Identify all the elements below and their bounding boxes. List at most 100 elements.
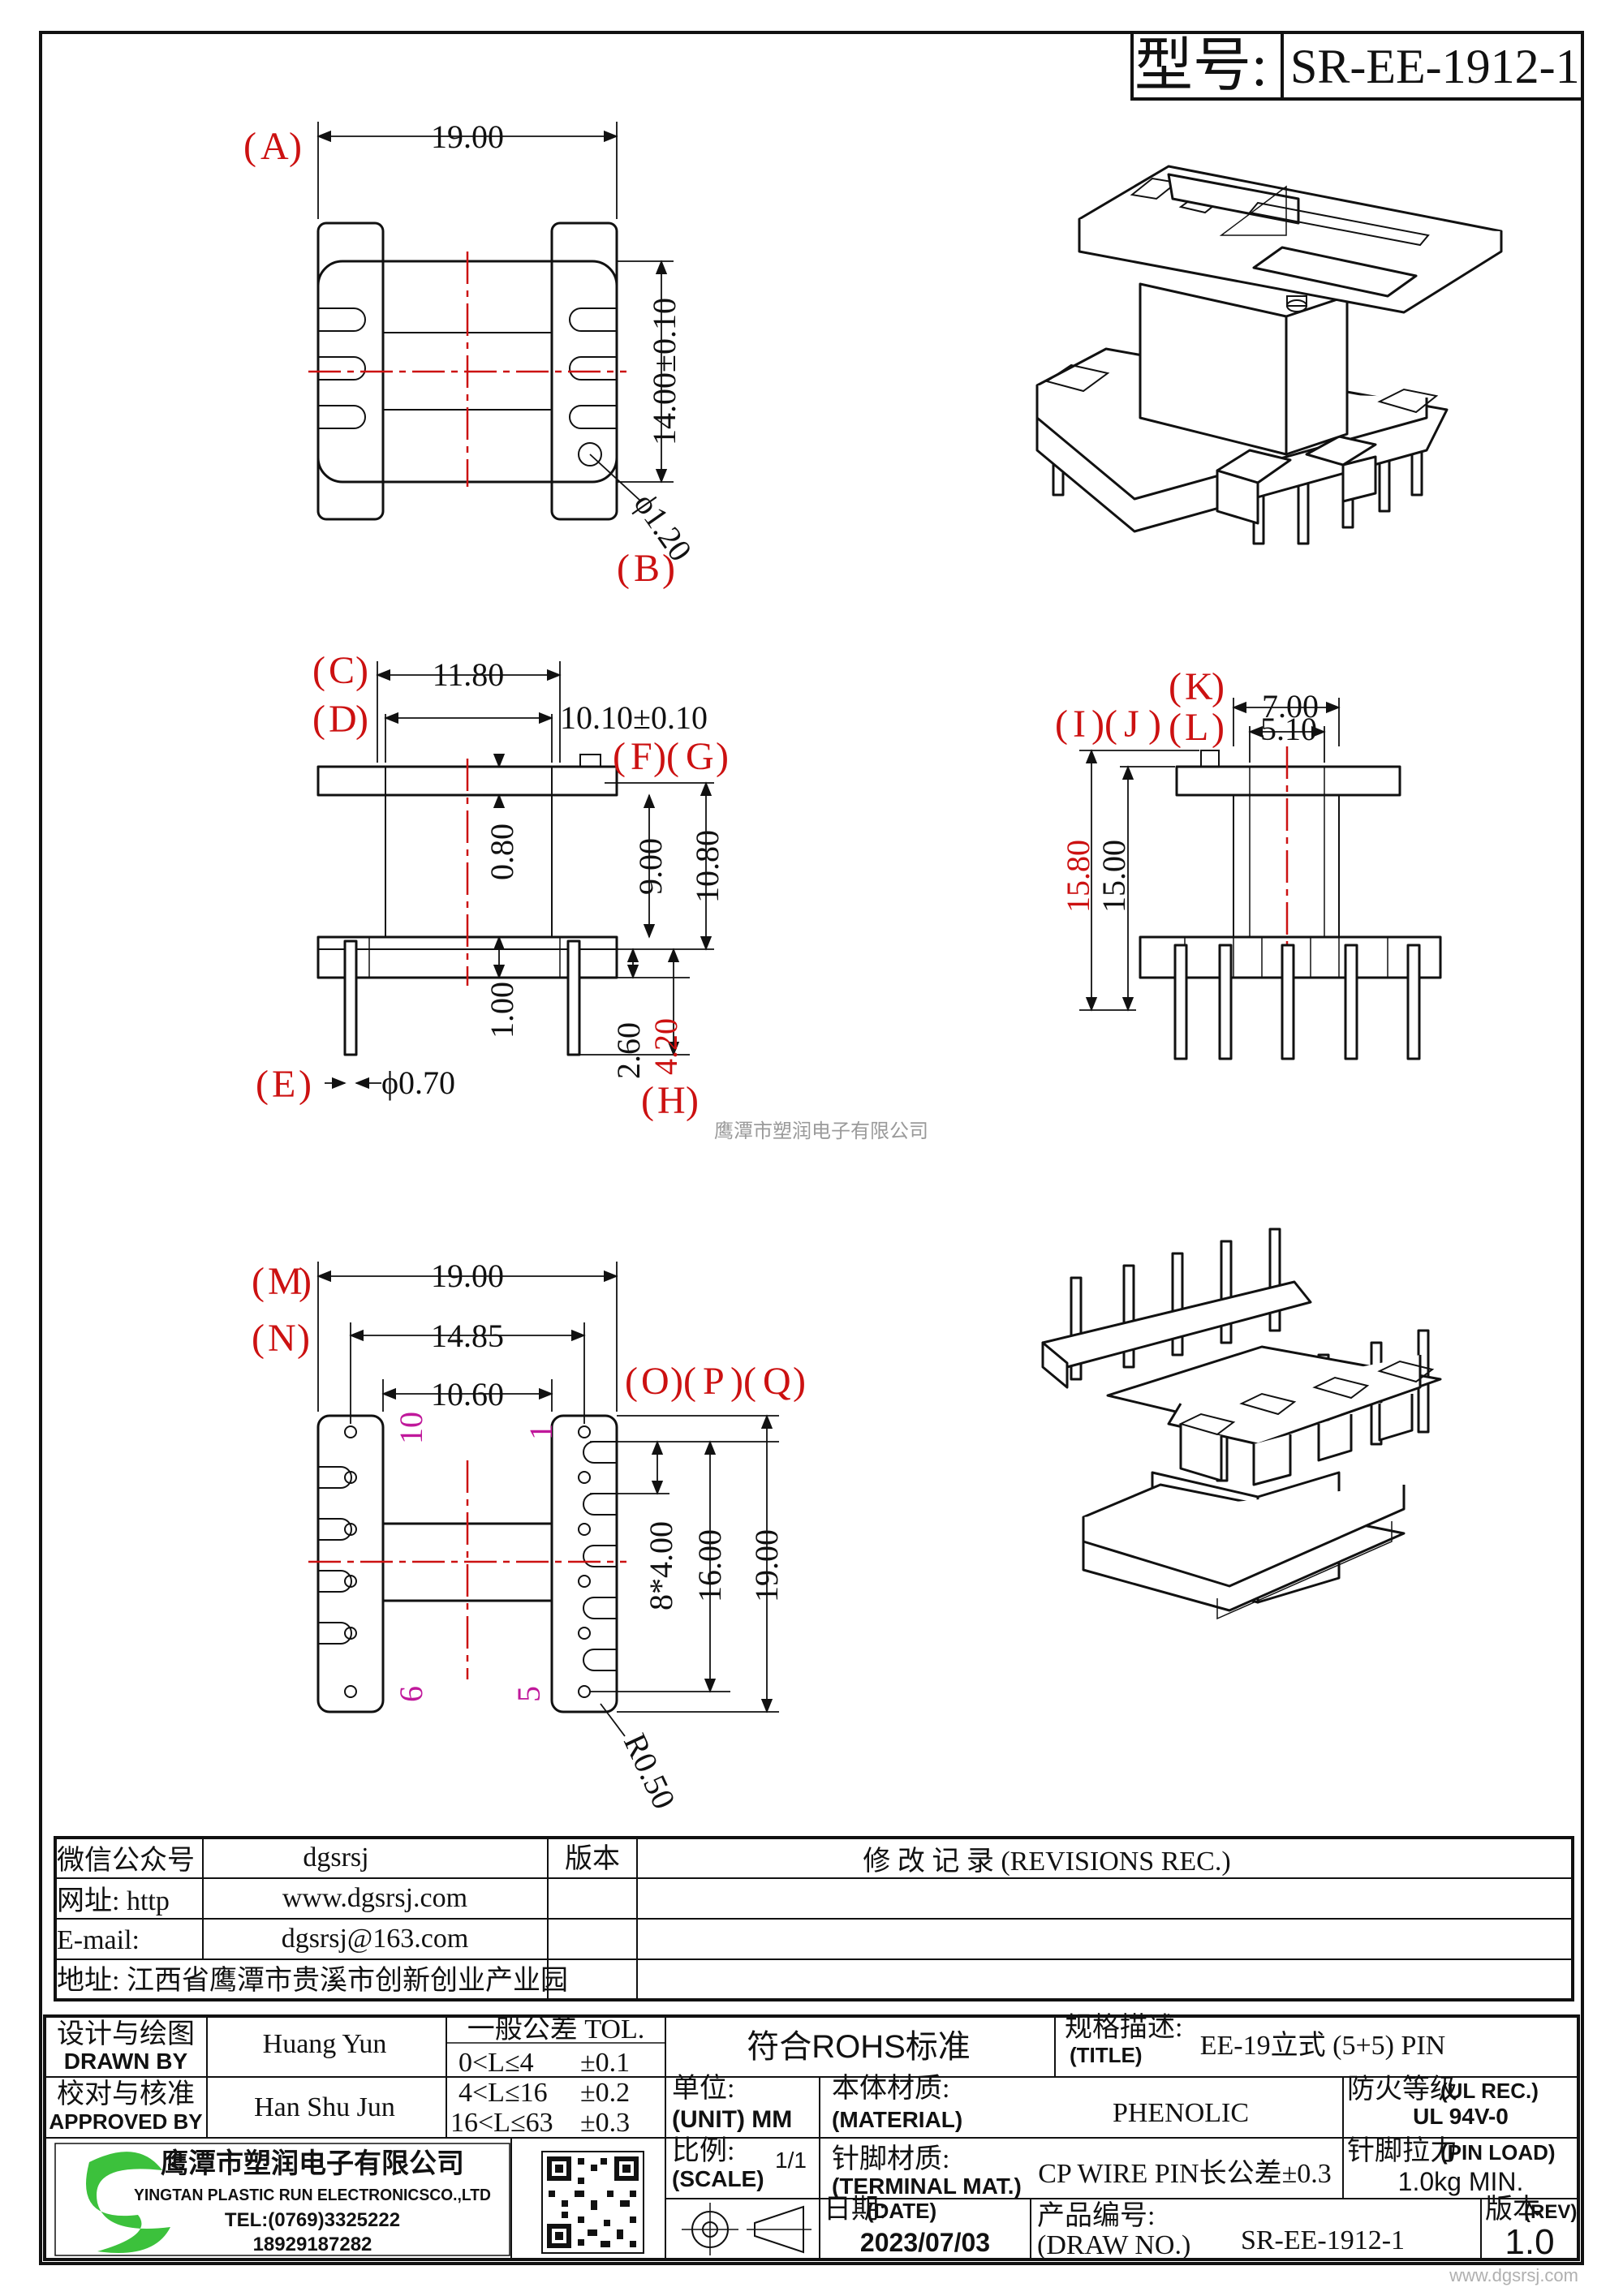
label-m: M <box>268 1260 303 1303</box>
svg-text:)(: )( <box>653 735 679 778</box>
tol-value-1: ±0.2 <box>580 2078 630 2108</box>
pin-number-1: 1 <box>523 1424 559 1440</box>
svg-text:): ) <box>355 698 368 741</box>
svg-text:(: ( <box>243 125 256 168</box>
date-label-en: (DATE) <box>867 2199 936 2223</box>
draw-no-label: 产品编号: <box>1037 2200 1155 2231</box>
approved-by-label: APPROVED BY <box>49 2109 202 2134</box>
designer-label: 设计与绘图 <box>57 2019 195 2049</box>
label-f: F <box>631 735 652 778</box>
label-d: D <box>329 698 357 741</box>
dim-bottom-m: 19.00 <box>431 1258 504 1294</box>
svg-text:): ) <box>289 125 302 168</box>
tol-range-1: 4<L≤16 <box>458 2078 548 2108</box>
svg-text:)(: )( <box>1091 703 1117 746</box>
rev-label: 版本 <box>1485 2194 1540 2225</box>
dim-front-h1: 2.60 <box>610 1022 647 1079</box>
dim-front-h2: 4.20 <box>648 1018 684 1075</box>
svg-text:): ) <box>1148 703 1161 746</box>
svg-text:(: ( <box>625 1360 638 1403</box>
label-h: H <box>657 1079 686 1122</box>
dim-front-base: 1.00 <box>484 982 520 1038</box>
label-n: N <box>268 1317 296 1360</box>
dim-side-i: 15.80 <box>1060 840 1096 913</box>
tol-value-0: ±0.1 <box>580 2048 630 2078</box>
pin-number-6: 6 <box>393 1686 429 1702</box>
svg-text:): ) <box>686 1079 699 1122</box>
label-c: C <box>329 649 355 692</box>
scale-label: 比例: <box>672 2136 734 2166</box>
svg-text:(: ( <box>641 1079 654 1122</box>
company-name-cn: 鹰潭市塑润电子有限公司 <box>161 2148 464 2179</box>
material-value: PHENOLIC <box>1113 2098 1249 2128</box>
dim-front-e: ϕ0.70 <box>381 1064 455 1101</box>
rev-value: 1.0 <box>1505 2222 1554 2262</box>
footer-url: www.dgsrsj.com <box>1449 2265 1578 2285</box>
projection-symbol-icon <box>682 2203 812 2255</box>
info-table: 微信公众号 网址: http E-mail: dgsrsj www.dgsrsj… <box>54 1836 1574 2001</box>
bottom-view-dimensions: 19.00 14.85 10.60 8*4.00 16.00 19.00 R0.… <box>252 1258 806 1814</box>
terminal-value: CP WIRE PIN长公差±0.3 <box>1038 2158 1332 2189</box>
dim-bottom-inner: 10.60 <box>431 1376 504 1412</box>
top-view <box>308 122 674 521</box>
qr-code-icon <box>541 2151 644 2254</box>
info-label-1: 网址: http <box>57 1886 170 1916</box>
dim-top-width: 19.00 <box>431 118 504 155</box>
svg-text:(: ( <box>252 1260 265 1303</box>
tol-label: 一般公差 TOL. <box>467 2014 644 2044</box>
checker-name: Han Shu Jun <box>254 2092 395 2122</box>
drawn-by-label: DRAWN BY <box>64 2049 188 2074</box>
rev-title: 修 改 记 录 (REVISIONS REC.) <box>863 1846 1230 1877</box>
svg-text:(: ( <box>1055 703 1068 746</box>
dim-bottom-q: 19.00 <box>748 1529 785 1602</box>
dim-front-d: 10.10±0.10 <box>560 699 708 736</box>
info-label-0: 微信公众号 <box>57 1845 195 1876</box>
tol-range-2: 16<L≤63 <box>450 2108 553 2138</box>
spec-label-en: (TITLE) <box>1070 2043 1143 2067</box>
label-g: G <box>686 735 714 778</box>
website-value[interactable]: www.dgsrsj.com <box>282 1883 467 1913</box>
watermark: 鹰潭市塑润电子有限公司 <box>714 1120 928 1142</box>
rohs-statement: 符合ROHS标准 <box>747 2029 971 2065</box>
wechat-value: dgsrsj <box>303 1842 368 1872</box>
terminal-label: 针脚材质: <box>832 2143 949 2174</box>
terminal-label-en: (TERMINAL MAT.) <box>832 2173 1022 2199</box>
label-q: Q <box>763 1360 791 1403</box>
svg-text:): ) <box>355 649 368 692</box>
tol-range-0: 0<L≤4 <box>458 2048 534 2078</box>
dim-side-k: 7.00 <box>1262 688 1319 724</box>
dim-front-g1: 9.00 <box>632 838 669 895</box>
dim-top-height: 14.00±0.10 <box>646 298 682 445</box>
model-box: 型号: SR-EE-1912-1 <box>1130 31 1584 101</box>
label-o: O <box>641 1360 669 1403</box>
dim-front-f: 0.80 <box>484 823 520 880</box>
rev-label-en: (REV) <box>1524 2201 1577 2223</box>
scale-value: 1/1 <box>775 2148 807 2173</box>
fire-value: UL 94V-0 <box>1413 2104 1509 2129</box>
outer-frame <box>39 31 1584 2265</box>
svg-text:(: ( <box>312 698 325 741</box>
svg-text:(: ( <box>312 649 325 692</box>
isometric-view-bottom <box>1041 1228 1442 1620</box>
fire-label: 防火等级 <box>1347 2074 1457 2105</box>
label-i: I <box>1073 703 1086 746</box>
svg-text:): ) <box>662 547 675 590</box>
dim-side-l: 5.10 <box>1260 711 1317 747</box>
svg-text:): ) <box>297 1317 310 1360</box>
label-k: K <box>1185 665 1213 708</box>
material-label: 本体材质: <box>832 2073 949 2104</box>
dim-side-j: 15.00 <box>1096 840 1132 913</box>
svg-text:(: ( <box>613 735 626 778</box>
label-b: B <box>634 547 660 590</box>
draw-no-label-en: (DRAW NO.) <box>1037 2230 1190 2260</box>
svg-text:): ) <box>1212 706 1225 749</box>
svg-text:)(: )( <box>730 1360 756 1403</box>
bottom-view <box>308 1262 779 1737</box>
info-label-2: E-mail: <box>57 1925 140 1955</box>
dim-bottom-o: 8*4.00 <box>643 1521 679 1610</box>
email-value[interactable]: dgsrsj@163.com <box>282 1924 469 1954</box>
isometric-view-top <box>1035 165 1503 545</box>
title-block: 设计与绘图 DRAWN BY Huang Yun 校对与核准 APPROVED … <box>43 2012 1580 2262</box>
draw-no-value: SR-EE-1912-1 <box>1241 2225 1405 2255</box>
